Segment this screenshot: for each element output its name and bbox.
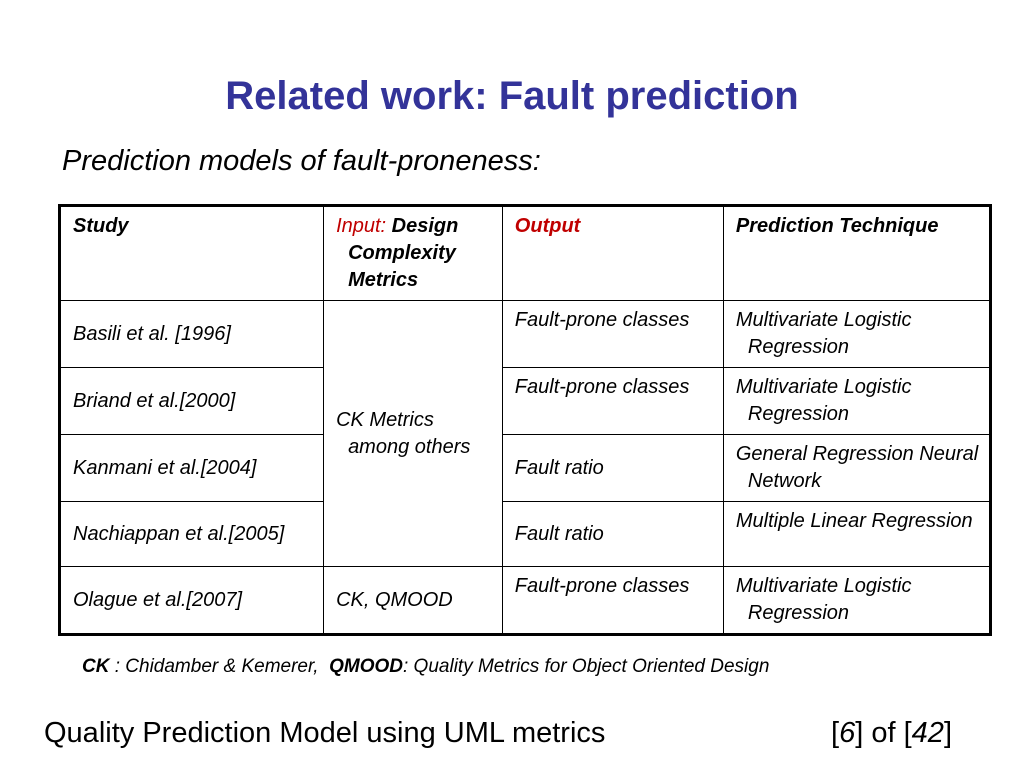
slide-footer: Quality Prediction Model using UML metri…: [44, 717, 952, 750]
table-row: Basili et al. [1996] CK Metrics among ot…: [58, 300, 992, 567]
fault-prediction-table: Study Input: Design Complexity Metrics O…: [58, 204, 992, 636]
cell-study: Basili et al. [1996]: [58, 300, 325, 368]
legend-ck-def: : Chidamber & Kemerer,: [109, 656, 319, 677]
table-row: Kanmani et al.[2004] Fault ratio General…: [58, 434, 992, 502]
table-row: Nachiappan et al.[2005] Fault ratio Mult…: [58, 501, 992, 567]
legend-qmood-def: : Quality Metrics for Object Oriented De…: [403, 656, 770, 677]
header-input: Input: Design Complexity Metrics: [323, 205, 503, 301]
page-total: 42: [911, 717, 944, 749]
cell-technique: Multivariate Logistic Regression: [722, 367, 992, 435]
slide-subtitle: Prediction models of fault-proneness:: [62, 145, 541, 177]
header-study: Study: [58, 205, 325, 301]
cell-output: Fault-prone classes: [501, 300, 724, 368]
slide-title: Related work: Fault prediction: [225, 74, 799, 118]
cell-technique: Multivariate Logistic Regression: [722, 566, 992, 635]
header-input-prefix: Input:: [336, 215, 387, 237]
cell-output: Fault ratio: [501, 501, 724, 567]
cell-study: Briand et al.[2000]: [58, 367, 325, 435]
cell-study: Olague et al.[2007]: [58, 566, 325, 635]
legend-ck-abbr: CK: [82, 656, 110, 677]
cell-output: Fault-prone classes: [501, 566, 724, 635]
cell-output: Fault ratio: [501, 434, 724, 502]
abbreviation-legend: CK : Chidamber & Kemerer, QMOOD: Quality…: [82, 656, 769, 678]
footer-text: Quality Prediction Model using UML metri…: [44, 717, 606, 749]
header-technique: Prediction Technique: [722, 205, 992, 301]
cell-technique: General Regression Neural Network: [722, 434, 992, 502]
legend-qmood-abbr: QMOOD: [329, 656, 403, 677]
cell-output: Fault-prone classes: [501, 367, 724, 435]
table-row: Briand et al.[2000] Fault-prone classes …: [58, 367, 992, 435]
cell-study: Nachiappan et al.[2005]: [58, 501, 325, 567]
page-indicator: [6] of [42]: [831, 717, 952, 749]
cell-technique: Multiple Linear Regression: [722, 501, 992, 567]
cell-input-merged: CK Metrics among others: [323, 300, 503, 567]
table-row: Olague et al.[2007] CK, QMOOD Fault-pron…: [58, 566, 992, 635]
header-output: Output: [501, 205, 724, 301]
table-header-row: Study Input: Design Complexity Metrics O…: [58, 205, 992, 301]
cell-technique: Multivariate Logistic Regression: [722, 300, 992, 368]
header-input-label: Design Complexity Metrics: [348, 215, 459, 291]
cell-study: Kanmani et al.[2004]: [58, 434, 325, 502]
page-number: 6: [839, 717, 856, 749]
cell-input: CK, QMOOD: [323, 566, 503, 635]
